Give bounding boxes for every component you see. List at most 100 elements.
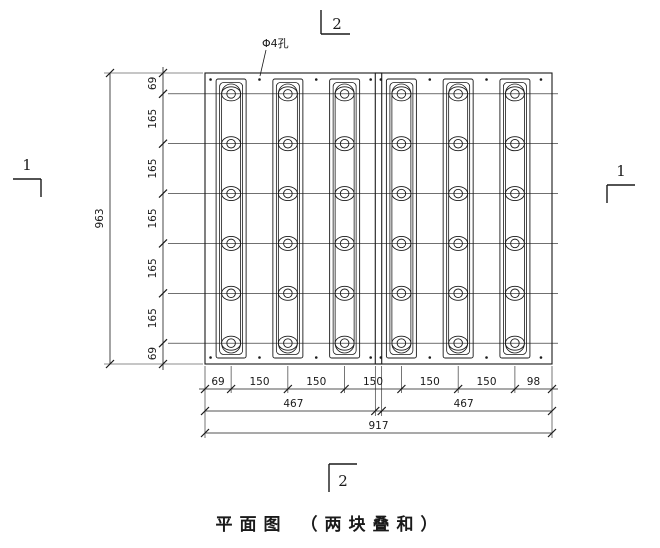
grommet-inner — [339, 338, 350, 348]
grommet-inner — [339, 138, 350, 149]
grommet-inner — [396, 138, 407, 149]
dim-tick — [200, 406, 210, 416]
grommet-outer — [334, 186, 355, 202]
grommet-outer — [277, 136, 298, 152]
grommet-inner — [510, 188, 520, 199]
grommet-inner — [396, 338, 407, 348]
grommet-outer — [221, 186, 242, 202]
phi4-hole — [258, 356, 261, 359]
grommet-outer — [334, 235, 355, 251]
grommet-outer — [334, 285, 355, 301]
slot-panels — [215, 78, 531, 359]
slot-outer — [329, 78, 361, 359]
grommet-inner — [396, 288, 407, 299]
slot-outer — [215, 78, 247, 359]
grommet-inner — [339, 89, 350, 99]
drawing-title: 平面图 （两块叠和） — [215, 515, 445, 535]
section-number: 1 — [22, 156, 32, 174]
grommet-inner — [339, 288, 350, 299]
section-mark-1-left: 1 — [13, 156, 42, 197]
grommet-inner — [226, 89, 236, 99]
dim-label: 165 — [147, 159, 159, 179]
grommet-outer — [277, 285, 298, 301]
grommet-outer — [221, 335, 242, 351]
slot-mid — [503, 82, 527, 355]
dim-tick — [200, 428, 210, 438]
grommet-outer — [334, 86, 355, 102]
grommet-outer — [504, 285, 525, 301]
dim-label: 150 — [420, 376, 440, 388]
grommet-inner — [453, 288, 463, 299]
grommet-outer — [391, 335, 412, 351]
grommet-outer — [391, 186, 412, 202]
grommet-outer — [221, 136, 242, 152]
phi4-holes — [209, 78, 543, 359]
grommet-inner — [453, 188, 463, 199]
left-plate-outline — [204, 72, 383, 365]
dim-label: 150 — [306, 376, 326, 388]
grommet-circles — [221, 86, 525, 351]
dim-tick — [158, 139, 168, 149]
dim-label: 467 — [283, 398, 303, 410]
dim-tick — [370, 406, 380, 416]
grommet-inner — [453, 89, 463, 99]
grommet-outer — [334, 335, 355, 351]
grommet-inner — [396, 238, 407, 249]
phi4-hole — [485, 356, 488, 359]
grommet-inner — [510, 338, 520, 348]
grommet-inner — [510, 138, 520, 149]
grommet-inner — [453, 338, 463, 348]
grommet-inner — [283, 238, 293, 249]
phi4-hole — [369, 78, 372, 81]
phi4-hole — [379, 78, 383, 81]
dim-tick — [158, 239, 168, 248]
row-centerlines — [168, 93, 558, 344]
grommet-outer — [277, 86, 298, 102]
dim-label: 69 — [147, 347, 159, 360]
dim-label: 69 — [147, 77, 159, 90]
section-mark-1-right: 1 — [606, 162, 635, 203]
grommet-outer — [448, 136, 469, 152]
grommet-outer — [448, 86, 469, 102]
slot-mid — [389, 82, 414, 355]
grommet-outer — [504, 335, 525, 351]
grommet-inner — [453, 238, 463, 249]
grommet-inner — [283, 89, 293, 99]
slot-inner — [277, 83, 298, 354]
slot-outer — [442, 78, 474, 359]
phi4-hole — [369, 356, 372, 359]
grommet-inner — [510, 238, 520, 249]
slot-inner — [221, 83, 242, 354]
section-mark-2-top: 2 — [320, 10, 350, 35]
hole-label: Φ4孔 — [262, 37, 289, 50]
right-plate-outline — [374, 72, 553, 365]
phi4-hole — [428, 78, 432, 81]
phi4-hole — [258, 78, 261, 81]
phi4-hole — [485, 78, 488, 81]
dim-label: 150 — [363, 376, 383, 388]
grommet-outer — [221, 86, 242, 102]
grommet-outer — [277, 186, 298, 202]
dim-tick — [547, 406, 557, 416]
grommet-outer — [391, 86, 412, 102]
grommet-inner — [283, 188, 293, 199]
grommet-outer — [277, 335, 298, 351]
plate-outlines — [204, 72, 553, 365]
section-number: 2 — [332, 15, 342, 33]
dim-label: 917 — [368, 420, 388, 432]
dim-label: 69 — [211, 376, 224, 388]
slot-outer — [499, 78, 531, 359]
dim-tick — [158, 338, 168, 348]
section-number: 1 — [616, 162, 626, 180]
grommet-inner — [453, 138, 463, 149]
dim-tick — [158, 288, 168, 298]
dim-tick — [158, 89, 168, 99]
grommet-outer — [334, 136, 355, 152]
hole-annotation: Φ4孔 — [259, 37, 289, 77]
dim-label: 150 — [477, 376, 497, 388]
grommet-outer — [504, 235, 525, 251]
phi4-hole — [314, 78, 318, 81]
dim-label: 165 — [147, 258, 159, 278]
